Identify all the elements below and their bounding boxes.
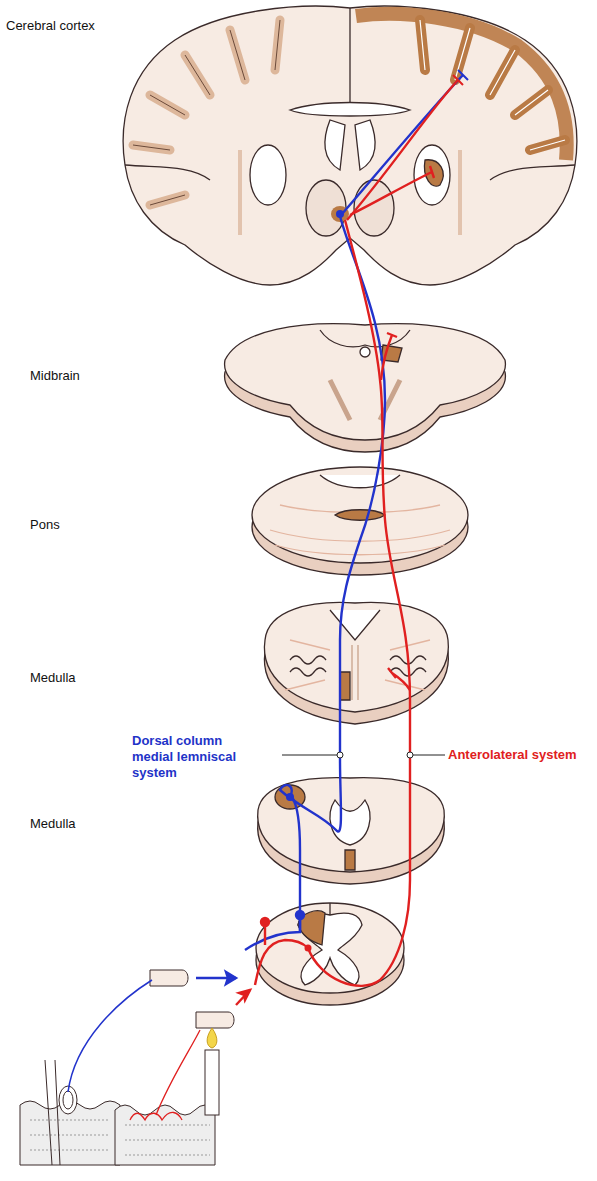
medulla-section-part (352, 645, 358, 700)
skin-receptor-illustration (20, 970, 234, 1165)
section-label: Midbrain (30, 368, 150, 384)
dorsal-column-pathway-part (68, 980, 152, 1092)
pathway-label: Anterolateral system (448, 747, 596, 763)
leader-lines-part (337, 752, 343, 758)
anterolateral-pathway-part (347, 80, 458, 220)
pons-section-part (252, 467, 468, 563)
leader-lines (282, 752, 445, 758)
spinal-cord-section (256, 903, 404, 1005)
pons-section (252, 467, 468, 575)
midbrain-section-part (320, 330, 410, 347)
brain-section-part (424, 160, 443, 186)
section-label: Pons (30, 517, 150, 533)
section-label: Cerebral cortex (6, 18, 136, 34)
spinal-cord-section-part (329, 903, 330, 915)
brain-section-part (356, 14, 567, 160)
brain-section-part (125, 165, 575, 180)
section-label: Medulla (30, 670, 150, 686)
section-label: Medulla (30, 816, 150, 832)
leader-lines-part (282, 755, 337, 756)
brain-section-part (290, 103, 410, 117)
medulla-section-part (330, 800, 370, 845)
pons-section-part (335, 510, 385, 521)
anterolateral-pathway-part (308, 220, 410, 986)
midbrain-section-part (330, 380, 400, 420)
medulla-section-part (290, 656, 426, 676)
brain-section-part (325, 120, 375, 170)
anterolateral-pathway-part (453, 75, 463, 85)
dorsal-column-pathway (68, 70, 468, 1092)
skin-receptor-illustration-part (63, 1091, 73, 1109)
medulla-section-part (258, 778, 445, 872)
medulla-section-part (340, 672, 350, 700)
midbrain-section-part (225, 324, 506, 440)
pons-section-part (320, 475, 400, 488)
anterolateral-pathway-part (388, 668, 410, 690)
skin-receptor-illustration-part (207, 1028, 217, 1048)
skin-receptor-illustration-part (45, 1060, 60, 1165)
skin-receptor-illustration-part (196, 1012, 234, 1028)
skin-receptor-illustration-part (150, 970, 188, 986)
skin-receptor-illustration-part (125, 1125, 210, 1155)
medulla-section-part (264, 602, 448, 712)
skin-receptor-illustration-part (205, 1050, 219, 1115)
dorsal-column-pathway-part (226, 972, 236, 984)
medulla-section-part (345, 850, 355, 870)
anterolateral-pathway-part (130, 1030, 200, 1120)
anterolateral-pathway-part (255, 940, 308, 985)
skin-receptor-illustration-part (30, 1120, 110, 1150)
dorsal-column-pathway-part (458, 70, 468, 80)
brain-section-part (250, 145, 286, 205)
leader-lines-part (413, 755, 445, 756)
brain-section-part (349, 8, 350, 105)
anterolateral-pathway-part (381, 333, 397, 380)
anterolateral-pathway-part (350, 166, 434, 215)
pathway-label: Dorsal column medial lemniscal system (132, 733, 250, 781)
anterolateral-pathway-part (261, 918, 269, 926)
dorsal-column-pathway-part (280, 216, 385, 832)
dorsal-column-pathway-part (245, 797, 300, 950)
anterolateral-pathway-part (239, 990, 250, 1000)
midbrain-section (225, 324, 506, 452)
brain-section-part (420, 20, 565, 150)
anterolateral-pathway-part (236, 990, 250, 1005)
brain-section-part (240, 150, 460, 235)
brain-section-part (420, 20, 565, 150)
dorsal-column-pathway-part (296, 911, 304, 919)
skin-receptor-illustration-part (115, 1105, 215, 1165)
midbrain-section-part (360, 347, 370, 357)
anterolateral-pathway-part (264, 925, 266, 945)
leader-lines-part (407, 752, 413, 758)
medulla-section-part (330, 610, 380, 640)
medulla-section (264, 602, 448, 724)
anterolateral-pathway (130, 75, 463, 1120)
pons-section-part (270, 505, 450, 555)
